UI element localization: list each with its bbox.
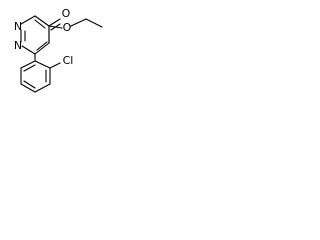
atom-nitrogen-top: N <box>14 20 22 33</box>
atom-chlorine: Cl <box>63 54 74 67</box>
bond-ring-bottom-left <box>21 45 36 55</box>
bond-phenyl-bottom-left-inner <box>23 80 36 89</box>
bond-phenyl-top-left <box>20 60 36 69</box>
chemical-structure: O O N N Cl <box>14 7 103 93</box>
bond-ring-bottom-right <box>34 42 50 55</box>
bond-phenyl-bottom-right <box>34 83 51 93</box>
atom-nitrogen-bottom: N <box>14 39 22 52</box>
bond-ring-top-left <box>20 15 36 25</box>
bond-ester-o-to-ch2 <box>70 18 87 27</box>
bond-phenyl-top-right <box>34 60 51 69</box>
bond-phenyl-to-cl <box>49 62 61 69</box>
bond-phenyl-bottom-left <box>20 83 36 93</box>
bond-ring-top-right <box>34 15 50 27</box>
bond-carbonyl-double-a <box>48 18 61 27</box>
bond-ring-top-right-inner <box>34 19 46 29</box>
chlorophenyl-ring <box>20 53 61 93</box>
atom-oxygen-ester: O <box>63 21 72 34</box>
bond-ring-bottom-right-inner <box>36 41 48 51</box>
pyrimidine-ring <box>20 15 50 55</box>
atom-oxygen-carbonyl: O <box>62 7 71 20</box>
bond-phenyl-top-left-inner <box>23 64 36 72</box>
bond-ch2-to-ch3 <box>85 18 103 28</box>
ester-group <box>48 18 103 44</box>
bond-carbonyl-to-ester-o <box>48 25 63 29</box>
